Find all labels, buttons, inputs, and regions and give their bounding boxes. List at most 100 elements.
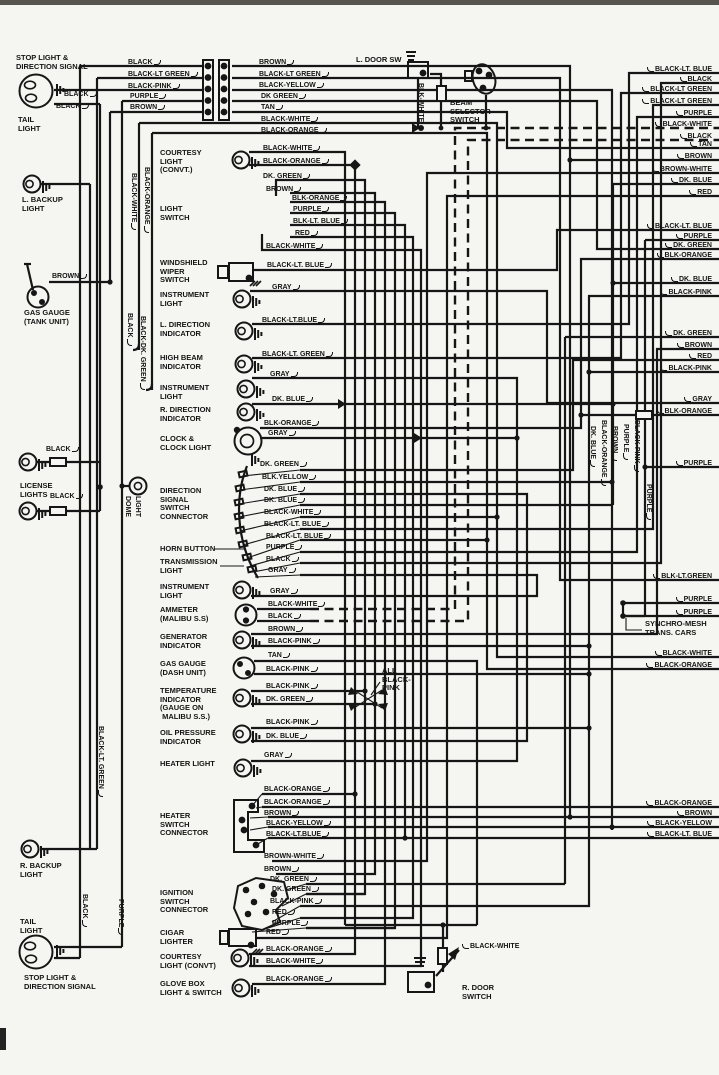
lamp-icon <box>232 580 261 600</box>
wire-label: BLACK <box>81 894 88 927</box>
wire-label: DK. BLUE <box>272 396 313 404</box>
wire-label: DK. GREEN <box>270 876 317 884</box>
wire-label: BLACK <box>50 493 83 501</box>
gauge-icon <box>26 285 50 309</box>
label-courtesy-light-convt: COURTESY LIGHT (CONVT.) <box>160 148 202 174</box>
wire-label: BLACK <box>266 556 299 564</box>
wire-label: DK GREEN <box>261 93 306 101</box>
wire-label: BROWN <box>52 273 87 281</box>
wire-label: BLACK-LT. BLUE <box>266 533 331 541</box>
wire-label: BLACK-PINK <box>266 719 318 727</box>
wire-label: BLK-LT. BLUE <box>293 218 348 226</box>
wire-label: BROWN <box>268 626 303 634</box>
wire-label: RED <box>689 353 712 361</box>
arcconn-icon <box>233 465 259 579</box>
label-instrument-light-2: INSTRUMENT LIGHT <box>160 383 210 401</box>
label-l-direction-indicator: L. DIRECTION INDICATOR <box>160 320 210 338</box>
wire-label: DK. GREEN <box>263 173 310 181</box>
wire-label: DK. GREEN <box>665 330 712 338</box>
label-light-switch: LIGHT SWITCH <box>160 204 190 222</box>
wire-label: BLACK-WHITE <box>268 601 325 609</box>
wire-label: BLACK-LT GREEN <box>128 71 198 79</box>
lamp-icon <box>20 839 49 859</box>
lamp-icon <box>230 948 259 968</box>
label-generator-indicator: GENERATOR INDICATOR <box>160 632 208 650</box>
wire-label: GRAY <box>272 284 300 292</box>
wire-label: BLACK-YELLOW <box>266 820 331 828</box>
note-all-black-pink: ALL BLACK- PINK <box>382 666 411 692</box>
wire-label: GRAY <box>268 430 296 438</box>
lamp-icon <box>233 758 262 778</box>
lamp-icon <box>236 379 265 399</box>
wire-label: BLK-ORANGE <box>657 408 712 416</box>
wire-label: BLACK-ORANGE <box>263 158 329 166</box>
lamp-icon <box>234 354 263 374</box>
heatconn-icon <box>233 799 265 853</box>
wire-label: DOME <box>124 496 131 517</box>
wire-label: BLACK-ORANGE <box>600 420 607 486</box>
biglamp-icon <box>18 934 65 970</box>
label-glove-box-light-switch: GLOVE BOX LIGHT & SWITCH <box>160 979 222 997</box>
wire-label: BLACK <box>64 91 97 99</box>
label-r-door-switch: R. DOOR SWITCH <box>462 983 495 1001</box>
wire-label: BROWN <box>259 59 294 67</box>
label-license-lights: LICENSE LIGHTS <box>20 481 53 499</box>
lamp-icon <box>18 452 47 472</box>
domelamp-icon <box>128 476 148 496</box>
wire-label: PURPLE <box>622 424 629 460</box>
wire-label: BLACK-ORANGE <box>646 800 712 808</box>
wire-label: BLACK <box>56 103 89 111</box>
wire-label: PURPLE <box>676 609 712 617</box>
doorsw2-icon <box>407 957 435 993</box>
label-cigar-lighter: CIGAR LIGHTER <box>160 928 193 946</box>
lamp-icon <box>18 501 47 521</box>
wire-label: GRAY <box>270 588 298 596</box>
wire-label: BLACK-PINK <box>270 898 322 906</box>
label-transmission-light: TRANSMISSION LIGHT <box>160 557 218 575</box>
wire-label: BLACK-PINK <box>128 83 180 91</box>
lamp-icon <box>231 978 260 998</box>
wire-label: BLACK-LT.BLUE <box>262 317 325 325</box>
label-stop-light-direction-signal-top: STOP LIGHT & DIRECTION SIGNAL <box>16 53 88 71</box>
beam-icon <box>464 63 497 95</box>
label-temperature-indicator: TEMPERATURE INDICATOR (GAUGE ON MALIBU S… <box>160 686 217 721</box>
wire-label: BLACK-WHITE <box>655 650 712 658</box>
gauge-icon <box>232 656 256 680</box>
label-clock-clock-light: CLOCK & CLOCK LIGHT <box>160 434 212 452</box>
wire-label: RED <box>295 230 318 238</box>
wire-label: PURPLE <box>676 233 712 241</box>
wire-label: BLACK-LT. BLUE <box>264 521 329 529</box>
wire-label: TAN <box>261 104 283 112</box>
label-windshield-wiper-switch: WINDSHIELD WIPER SWITCH <box>160 258 208 284</box>
wire-label: BROWN <box>130 104 165 112</box>
label-ammeter: AMMETER (MALIBU S.S) <box>160 605 209 623</box>
wire-label: DK. BLUE <box>264 486 305 494</box>
wiper-icon <box>217 262 262 287</box>
wire-label: BLACK-LT. GREEN <box>97 726 104 797</box>
wire-label: BLACK <box>268 613 301 621</box>
wire-label: LIGHT <box>134 496 141 517</box>
wire-label: GRAY <box>684 396 712 404</box>
wire-label: PURPLE <box>130 93 166 101</box>
lamp-icon <box>22 174 51 194</box>
wire-label: BLK-ORANGE <box>264 420 319 428</box>
block-icon <box>202 59 214 121</box>
wire-label: BLACK-LT GREEN <box>642 86 712 94</box>
wire-label: TAN <box>268 652 290 660</box>
wire-label: DK. BLUE <box>266 733 307 741</box>
wire-label: TAN <box>690 141 712 149</box>
lamp-icon <box>236 402 265 422</box>
wire-label: BLACK-ORANGE <box>646 662 712 670</box>
wire-label: BLK.YELLOW <box>262 474 316 482</box>
wire-label: BROWN <box>266 186 301 194</box>
label-r-direction-indicator: R. DIRECTION INDICATOR <box>160 405 211 423</box>
wire-label: BLACK-PINK <box>266 666 318 674</box>
wire-label: DK. GREEN <box>266 696 313 704</box>
label-courtesy-light-convt-2: COURTESY LIGHT (CONVT) <box>160 952 216 970</box>
wire-label: BLACK-WHITE <box>655 121 712 129</box>
wire-label: DK. BLUE <box>264 497 305 505</box>
lamp-icon <box>232 688 261 708</box>
doorsw-icon <box>406 51 429 79</box>
wire-label: BROWN <box>677 342 712 350</box>
